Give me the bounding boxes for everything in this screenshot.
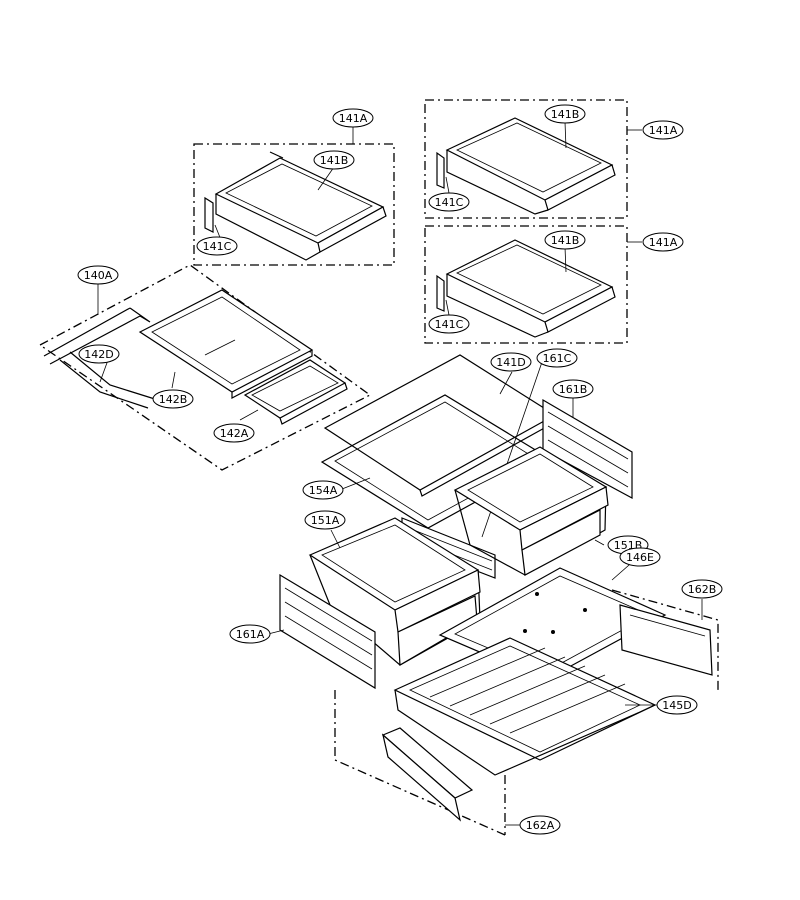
callout-141a-right-lower: 141A — [642, 232, 684, 252]
svg-text:141B: 141B — [551, 234, 580, 247]
svg-text:162B: 162B — [688, 583, 717, 596]
callout-141c-right-upper: 141C — [428, 192, 470, 212]
svg-text:141A: 141A — [649, 236, 678, 249]
svg-text:151A: 151A — [311, 514, 340, 527]
svg-text:141B: 141B — [320, 154, 349, 167]
divider-162a — [334, 690, 520, 836]
callout-161c: 161C — [536, 348, 578, 368]
callout-142a: 142A — [213, 423, 255, 443]
svg-text:141A: 141A — [649, 124, 678, 137]
shelf-group-141a-right-upper — [424, 99, 642, 219]
svg-text:161B: 161B — [559, 383, 588, 396]
callout-161b: 161B — [552, 379, 594, 399]
crisper-drawer-151a — [308, 517, 481, 667]
callout-161a: 161A — [229, 624, 271, 644]
callout-151a: 151A — [304, 510, 346, 530]
callout-162a: 162A — [519, 815, 561, 835]
callout-146e: 146E — [619, 547, 661, 567]
callout-141c-left: 141C — [196, 236, 238, 256]
callout-141b-right-upper: 141B — [544, 104, 586, 124]
callout-141b-right-lower: 141B — [544, 230, 586, 250]
side-rail-161a — [267, 573, 376, 690]
svg-text:142D: 142D — [84, 348, 113, 361]
callout-142d: 142D — [78, 344, 120, 364]
callout-141d: 141D — [490, 352, 532, 372]
svg-text:161A: 161A — [236, 628, 265, 641]
callout-141a-right-upper: 141A — [642, 120, 684, 140]
svg-text:141C: 141C — [435, 318, 464, 331]
svg-text:141B: 141B — [551, 108, 580, 121]
callout-162b: 162B — [681, 579, 723, 599]
callout-141a-left: 141A — [332, 108, 374, 128]
shelf-group-140a — [38, 264, 372, 471]
svg-text:162A: 162A — [526, 819, 555, 832]
svg-text:141C: 141C — [203, 240, 232, 253]
svg-text:141C: 141C — [435, 196, 464, 209]
callout-141b-left: 141B — [313, 150, 355, 170]
svg-text:154A: 154A — [309, 484, 338, 497]
freezer-pan-145d — [393, 637, 657, 776]
svg-text:146E: 146E — [626, 551, 654, 564]
callout-141c-right-lower: 141C — [428, 314, 470, 334]
svg-text:142A: 142A — [220, 427, 249, 440]
callout-142b: 142B — [152, 389, 194, 409]
callout-140a: 140A — [77, 265, 119, 285]
svg-text:141D: 141D — [496, 356, 525, 369]
side-rail-161b — [481, 361, 633, 538]
svg-text:145D: 145D — [662, 699, 691, 712]
svg-text:161C: 161C — [543, 352, 572, 365]
crisper-drawer-151b — [453, 446, 609, 576]
callout-145d: 145D — [656, 695, 698, 715]
drawer-rail-162b — [611, 589, 719, 693]
shelf-group-141a-right-lower — [424, 225, 642, 344]
svg-text:140A: 140A — [84, 269, 113, 282]
svg-text:141A: 141A — [339, 112, 368, 125]
svg-text:142B: 142B — [159, 393, 188, 406]
callout-154a: 154A — [302, 480, 344, 500]
